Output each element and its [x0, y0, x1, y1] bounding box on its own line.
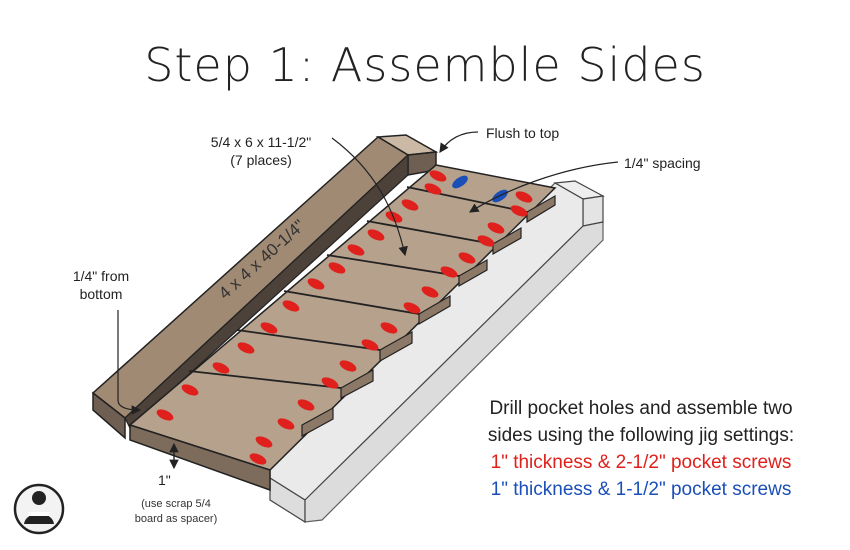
spacing-callout: 1/4" spacing: [624, 155, 701, 171]
instructions-line2: sides using the following jig settings:: [487, 425, 795, 446]
board-places-text: (7 places): [230, 152, 292, 168]
spacer-note: (use scrap 5/4 board as spacer): [116, 497, 236, 527]
board-size-text: 5/4 x 6 x 11-1/2": [210, 134, 312, 150]
spacer-dimension: 1": [158, 472, 171, 488]
woodworker-logo-icon: [13, 483, 65, 535]
from-bottom-callout: 1/4" from bottom: [66, 267, 136, 303]
from-bottom-line2: bottom: [79, 286, 123, 302]
back-post: [91, 134, 439, 440]
red-setting-text: 1" thickness & 2-1/2" pocket screws: [490, 452, 792, 473]
spacer-note-line2: board as spacer): [134, 513, 218, 525]
slat-boards: [128, 164, 557, 492]
instructions-line1: Drill pocket holes and assemble two: [489, 398, 793, 419]
spacer-note-line1: (use scrap 5/4: [141, 498, 211, 510]
from-bottom-line1: 1/4" from: [72, 268, 130, 284]
page-title: Step 1: Assemble Sides: [144, 38, 706, 92]
board-size-callout: 5/4 x 6 x 11-1/2" (7 places): [196, 133, 326, 169]
instructions: Drill pocket holes and assemble two side…: [446, 395, 836, 503]
flush-callout: Flush to top: [486, 125, 560, 141]
pocket-holes: [156, 170, 533, 465]
blue-setting-text: 1" thickness & 1-1/2" pocket screws: [490, 479, 792, 500]
leader-lines: [117, 131, 619, 470]
